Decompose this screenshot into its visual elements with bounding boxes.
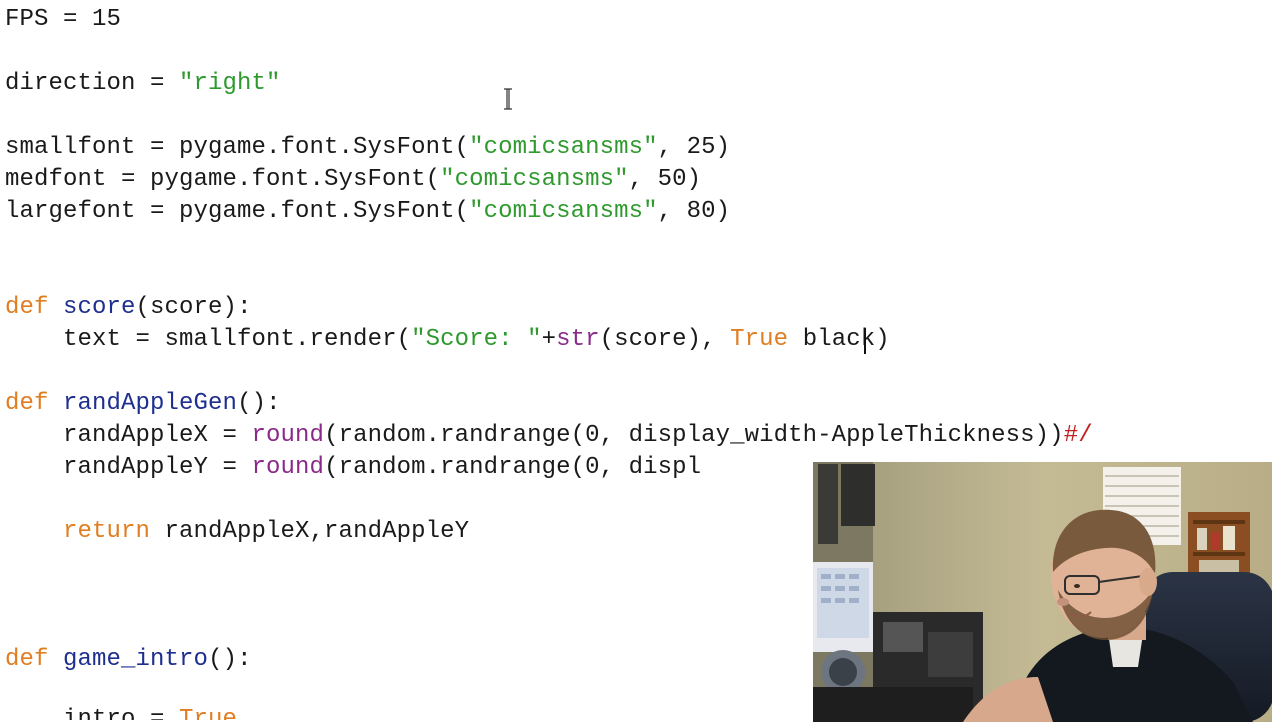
code-token-keyword: True <box>730 326 789 353</box>
code-token-keyword: def <box>5 390 49 417</box>
code-line-largefont[interactable]: largefont = pygame.font.SysFont("comicsa… <box>5 196 730 228</box>
code-token: largefont = pygame.font.SysFont( <box>5 198 470 225</box>
code-indent <box>5 518 63 545</box>
ibeam-cursor-icon <box>504 88 512 110</box>
code-token: FPS <box>5 6 49 33</box>
code-token: direction <box>5 70 136 97</box>
code-token: text = smallfont.render( <box>63 326 412 353</box>
code-line-def-game-intro[interactable]: def game_intro(): <box>5 644 252 676</box>
code-token-keyword: return <box>63 518 151 545</box>
code-indent <box>5 706 63 720</box>
code-token-function: game_intro <box>63 646 209 673</box>
code-indent <box>5 326 63 353</box>
code-line-intro[interactable]: intro = True <box>5 704 237 720</box>
code-token: randAppleX,randAppleY <box>150 518 470 545</box>
code-token: (random.randrange(0, displ <box>324 454 702 481</box>
code-token: (score): <box>135 294 252 321</box>
code-line-fps[interactable]: FPS = 15 <box>5 4 121 36</box>
code-token: , 50) <box>628 166 702 193</box>
code-indent <box>5 422 63 449</box>
code-token-string: "comicsansms" <box>469 198 658 225</box>
code-line-text-render[interactable]: text = smallfont.render("Score: "+str(sc… <box>5 324 890 356</box>
code-line-return[interactable]: return randAppleX,randAppleY <box>5 516 469 548</box>
code-line-direction[interactable]: direction = "right" <box>5 68 281 100</box>
code-token-keyword: def <box>5 294 49 321</box>
code-token: 15 <box>92 6 122 33</box>
code-token: , 25) <box>657 134 731 161</box>
code-token: (random.randrange(0, display_width-Apple… <box>324 422 1064 449</box>
code-line-medfont[interactable]: medfont = pygame.font.SysFont("comicsans… <box>5 164 701 196</box>
code-token-function: randAppleGen <box>63 390 238 417</box>
code-token: = <box>48 6 93 33</box>
code-line-randappley[interactable]: randAppleY = round(random.randrange(0, d… <box>5 452 701 484</box>
code-token-builtin: round <box>251 422 325 449</box>
code-line-def-score[interactable]: def score(score): <box>5 292 252 324</box>
code-token: = <box>135 70 180 97</box>
webcam-overlay <box>811 460 1272 722</box>
code-indent <box>5 454 63 481</box>
code-line-smallfont[interactable]: smallfont = pygame.font.SysFont("comicsa… <box>5 132 730 164</box>
code-token: randAppleX = <box>63 422 252 449</box>
code-token-keyword: True <box>179 706 238 720</box>
code-token: + <box>541 326 557 353</box>
code-token: medfont = pygame.font.SysFont( <box>5 166 441 193</box>
code-token: , 80) <box>657 198 731 225</box>
code-token-string: "right" <box>179 70 281 97</box>
code-token-keyword: def <box>5 646 49 673</box>
code-token: smallfont = pygame.font.SysFont( <box>5 134 470 161</box>
webcam-feed <box>813 462 1272 722</box>
code-token: (): <box>237 390 281 417</box>
code-token-string: "comicsansms" <box>440 166 629 193</box>
code-token: (): <box>208 646 252 673</box>
code-token-string: "comicsansms" <box>469 134 658 161</box>
code-token-builtin: round <box>251 454 325 481</box>
code-token: (score), <box>599 326 731 353</box>
code-token-function: score <box>63 294 136 321</box>
code-token: randAppleY = <box>63 454 252 481</box>
code-token-comment: #/ <box>1063 422 1093 449</box>
code-token: black) <box>788 326 890 353</box>
code-token: intro = <box>63 706 180 720</box>
text-caret <box>864 328 866 354</box>
code-token-builtin: str <box>556 326 600 353</box>
code-line-def-randapplegen[interactable]: def randAppleGen(): <box>5 388 281 420</box>
code-token-string: "Score: " <box>411 326 542 353</box>
code-line-randapplex[interactable]: randAppleX = round(random.randrange(0, d… <box>5 420 1093 452</box>
